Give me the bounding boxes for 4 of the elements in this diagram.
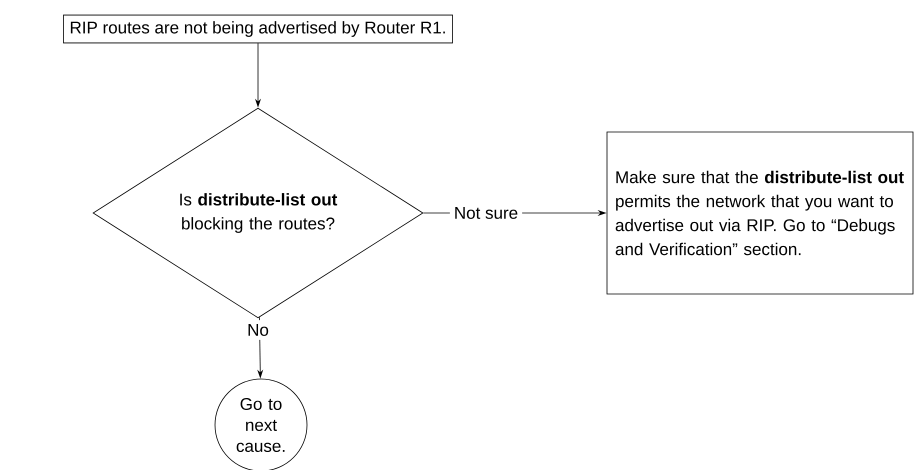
note-box: Make sure that the distribute-list out permits the network that you want to advertise out via RIP. Go to “Debugs and Verification” section. xyxy=(606,132,914,294)
edge-label: Not sure xyxy=(450,203,522,223)
edge-label: No xyxy=(243,320,273,340)
process-box: RIP routes are not being advertised by Router R1. xyxy=(63,14,453,44)
